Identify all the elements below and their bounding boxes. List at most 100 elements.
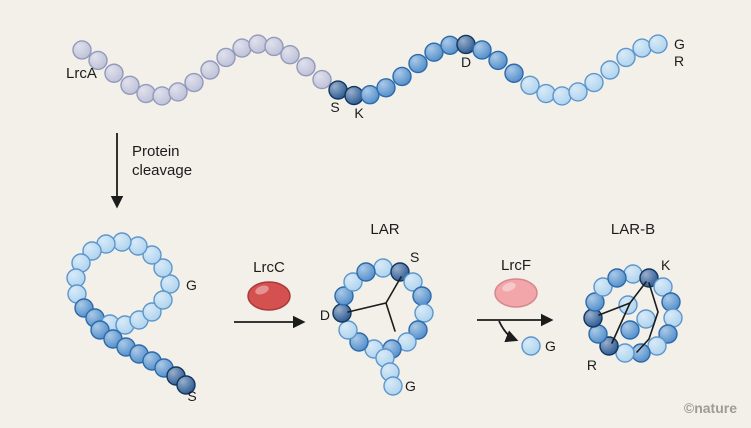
bead-light [112,232,132,252]
bead-medium [408,320,428,340]
bead-light [373,258,393,278]
bead-light [128,236,148,256]
bead-light [160,274,180,294]
branch-arrow-icon [498,320,519,343]
bead-lavender [152,86,172,106]
bead-light [616,47,636,68]
bead-medium [488,50,508,71]
core-residue-s-label: S [187,388,196,404]
bead-light [66,268,86,288]
bead-light [618,295,638,315]
cleavage-step: Protein cleavage [110,133,192,209]
bead-medium [585,292,605,312]
larb-residue-r-label: R [587,357,597,373]
bead-medium [412,286,432,306]
bead-navy [639,268,659,288]
lar-residue-s-label: S [410,249,419,265]
bead-medium [424,42,444,62]
bead-light [343,272,363,292]
precursue-residue-d-label: D [461,54,471,70]
bead-lavender [216,47,236,68]
bead-navy [456,34,476,55]
lar-tail [375,348,403,396]
bead-light [338,320,358,340]
step1-lrcc: LrcC [234,259,306,329]
bead-medium [588,324,608,344]
lrcf-enzyme-icon [494,278,538,308]
bead-light [414,303,434,323]
lrcf-enzyme-label: LrcF [501,257,531,274]
core-residue-g-label: G [186,277,197,293]
bead-light [153,258,173,278]
bead-medium [472,40,492,60]
bead-lavender [168,82,188,102]
bead-lavender [280,45,300,65]
bead-lavender [248,34,268,54]
bead-lavender [104,63,124,83]
lrcc-enzyme-icon [247,281,291,311]
bead-light [653,277,673,297]
nature-watermark: ©nature [684,400,737,416]
bead-light [520,75,540,95]
bead-medium [658,324,678,344]
precursor-name-label: LrcA [66,65,97,82]
bead-lavender [72,40,92,60]
bead-medium [360,85,380,105]
released-g-label: G [545,338,556,354]
bead-light [647,336,667,356]
bead-light [663,308,683,328]
bead-light [383,376,403,396]
bead-lavender [136,83,156,104]
bead-light [82,241,102,261]
bead-navy [344,85,364,106]
bead-navy [332,303,352,323]
bead-light [623,264,643,284]
bead-lavender [312,69,332,90]
precursor-bead-chain [72,34,668,106]
bead-light [403,272,423,292]
precursor-residue-r-label: R [674,53,684,69]
bead-navy [328,80,348,100]
core-peptide-loop [66,232,180,335]
bead-light [600,60,620,80]
precursor-residue-g-label: G [674,36,685,52]
released-glycine-bead [521,336,541,356]
bead-medium [620,320,640,340]
bead-light [521,336,541,356]
bead-navy [176,375,196,395]
bead-light [636,309,656,329]
lrcf-enzyme-highlight [502,282,516,292]
bead-medium [607,268,627,288]
bead-light [142,302,162,322]
bead-lavender [232,38,252,58]
bead-lavender [296,57,316,77]
lar-ring [332,258,434,359]
bead-medium [661,292,681,312]
bead-medium [356,262,376,282]
bead-navy [583,308,603,328]
cleavage-label-line2: cleavage [132,162,192,179]
bead-medium [376,78,396,98]
bead-medium [440,35,460,55]
bead-lavender [200,60,220,80]
step2-lrcf: LrcF G [477,257,556,356]
bead-lavender [88,50,108,71]
bead-light [552,86,572,106]
larb-ring [583,264,683,363]
bead-navy [390,262,410,282]
lrcc-enzyme-highlight [255,285,269,295]
bead-light [153,290,173,310]
bead-medium [334,286,354,306]
core-peptide-tail [90,320,196,395]
larb-residue-k-label: K [661,257,671,273]
bead-light [632,38,652,58]
precursor-residue-k-label: K [354,105,364,121]
lar-title: LAR [370,221,399,238]
lar-residue-d-label: D [320,307,330,323]
cleavage-label-line1: Protein [132,143,180,160]
bead-lavender [184,72,204,93]
lar-residue-g-label: G [405,378,416,394]
lar-bond-branch [385,302,396,332]
precursor-residue-s-label: S [330,99,339,115]
